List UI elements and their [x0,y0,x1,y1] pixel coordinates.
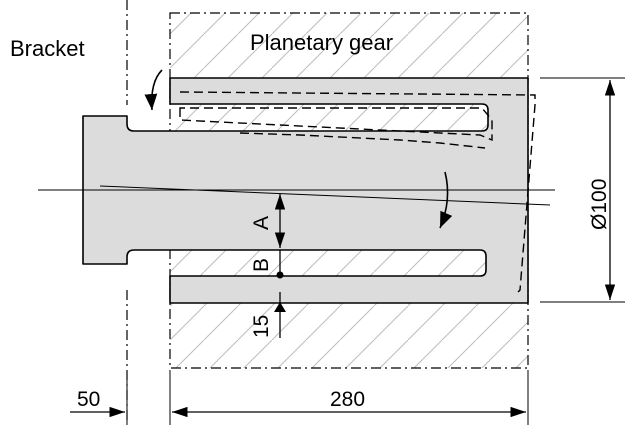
curved-arrow-down-icon [144,69,163,111]
tilted-axis [99,185,551,206]
bracket-label: Bracket [10,36,85,61]
deflected-slot [179,107,493,142]
length-dimension-label: 280 [330,388,365,411]
deflected-lower-edge [239,132,486,149]
planetary-gear-label: Planetary gear [250,30,393,55]
deflected-outline [179,91,536,293]
offset-dimension-label: 50 [77,388,100,411]
point-a-label: A [250,216,273,230]
dot-icon [276,271,284,279]
point-b-label: B [250,258,273,272]
diameter-label: Ø100 [588,179,611,230]
rotation-arrow-icon [439,171,453,229]
gap-dimension-label: 15 [250,315,273,338]
dimension-15-arrow [274,302,286,312]
